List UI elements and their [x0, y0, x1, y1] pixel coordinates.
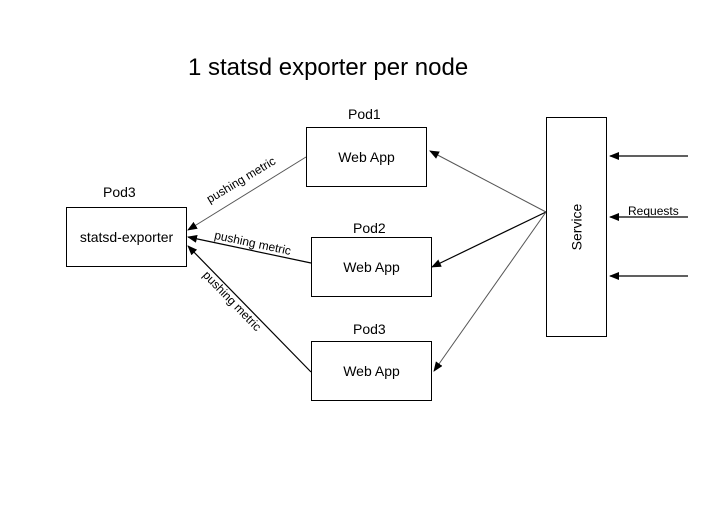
web-app-box-2: Web App: [311, 237, 432, 297]
web3-to-exporter-arrow: [187, 245, 312, 373]
web-app-label-2: Web App: [343, 259, 400, 275]
web1-to-exporter-arrow: [187, 156, 307, 231]
web-app-label-3: Web App: [343, 363, 400, 379]
statsd-exporter-label: statsd-exporter: [79, 229, 174, 245]
web2-pod-label: Pod2: [353, 220, 386, 236]
web-app-box-1: Web App: [306, 127, 427, 187]
requests-label: Requests: [628, 204, 679, 218]
web-app-box-3: Web App: [311, 341, 432, 401]
web1-pod-label: Pod1: [348, 106, 381, 122]
web3-pod-label: Pod3: [353, 321, 386, 337]
service-label: Service: [568, 203, 585, 251]
web-app-label-1: Web App: [338, 149, 395, 165]
service-box: Service: [546, 117, 607, 337]
service-to-web3-arrow: [433, 211, 547, 372]
statsd-exporter-box: statsd-exporter: [66, 207, 187, 267]
diagram-title: 1 statsd exporter per node: [188, 54, 469, 81]
web2-to-exporter-arrow: [187, 234, 312, 264]
service-to-web2-arrow: [431, 211, 547, 268]
service-to-web1-arrow: [429, 150, 547, 213]
exporter-pod-label: Pod3: [103, 184, 136, 200]
